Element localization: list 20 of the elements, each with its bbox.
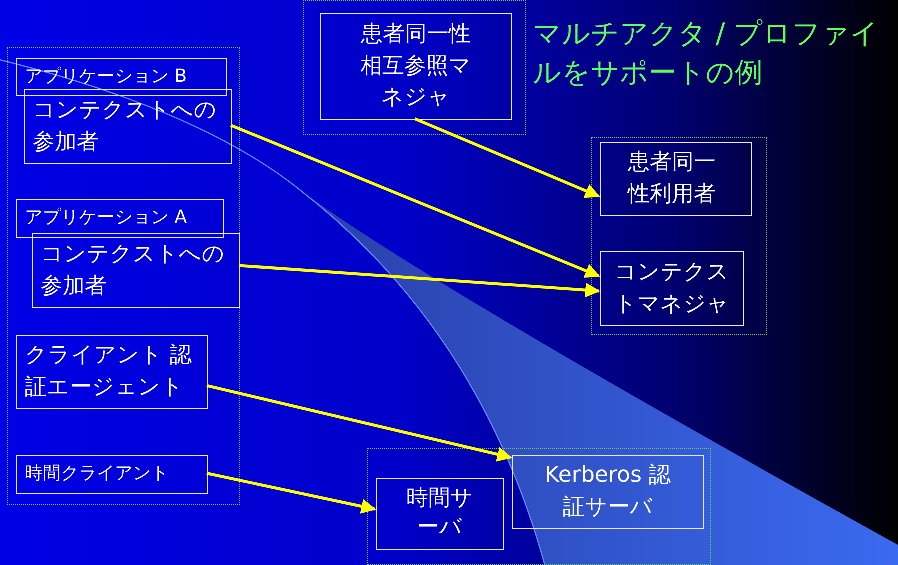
process-box: コンテクストへの参加者 — [32, 233, 240, 308]
dotted-group-frame — [7, 47, 240, 505]
title: マルチアクタ / プロファイルをサポートの例 — [533, 16, 880, 92]
arrow — [206, 472, 376, 514]
process-box: アプリケーション B — [16, 58, 227, 96]
process-box: クライアント 認証エージェント — [16, 335, 208, 409]
dotted-group-frame — [303, 0, 526, 135]
process-box: 時間クライアント — [16, 455, 208, 494]
process-box: 患者同一性利用者 — [600, 142, 752, 216]
process-box: 患者同一性相互参照マネジャ — [320, 13, 512, 120]
dotted-group-frame — [367, 448, 711, 565]
dotted-group-frame — [591, 137, 767, 335]
arrow — [206, 384, 512, 462]
process-box: コンテクストへの参加者 — [24, 89, 232, 164]
process-box: Kerberos 認証サーバ — [512, 455, 704, 529]
process-box: コンテクストマネジャ — [600, 251, 744, 326]
process-box: アプリケーション A — [16, 199, 224, 238]
arrow — [230, 124, 600, 278]
process-box: 時間サーバ — [376, 478, 504, 550]
arrow — [238, 264, 600, 298]
